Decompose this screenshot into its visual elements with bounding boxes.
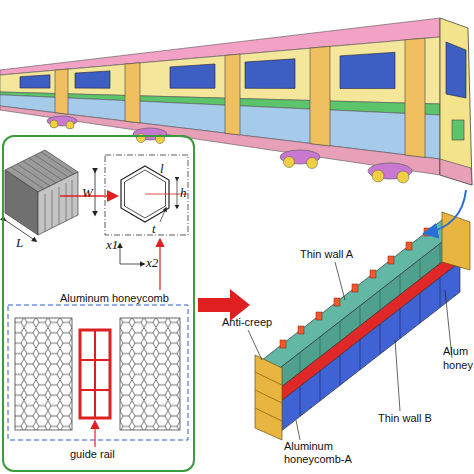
dimension-symbol: x2 <box>146 256 158 269</box>
part-label: Alum <box>443 345 468 358</box>
part-label: Aluminum honeycomb-A <box>284 440 374 466</box>
rail-panel <box>8 305 188 447</box>
dimension-symbol: t <box>152 222 156 235</box>
dimension-symbol: l <box>160 162 164 175</box>
panel-box: Aluminum honeycomb guide rail <box>2 135 195 472</box>
dimension-symbol: h <box>180 186 187 199</box>
part-label: Aluminum honeycomb <box>60 292 169 305</box>
train-car <box>0 18 472 185</box>
hexagon-cell <box>105 155 188 290</box>
honeycomb-block <box>5 150 116 241</box>
part-label: guide rail <box>70 448 115 461</box>
part-label: Anti-creep <box>222 316 272 329</box>
dimension-symbol: L <box>16 236 23 249</box>
dimension-symbol: W <box>82 186 93 199</box>
part-label: Thin wall A <box>300 248 353 261</box>
part-label: honey <box>443 359 473 372</box>
energy-absorber <box>248 190 470 440</box>
dimension-symbol: x1 <box>106 238 118 251</box>
part-label: Thin wall B <box>378 412 432 425</box>
